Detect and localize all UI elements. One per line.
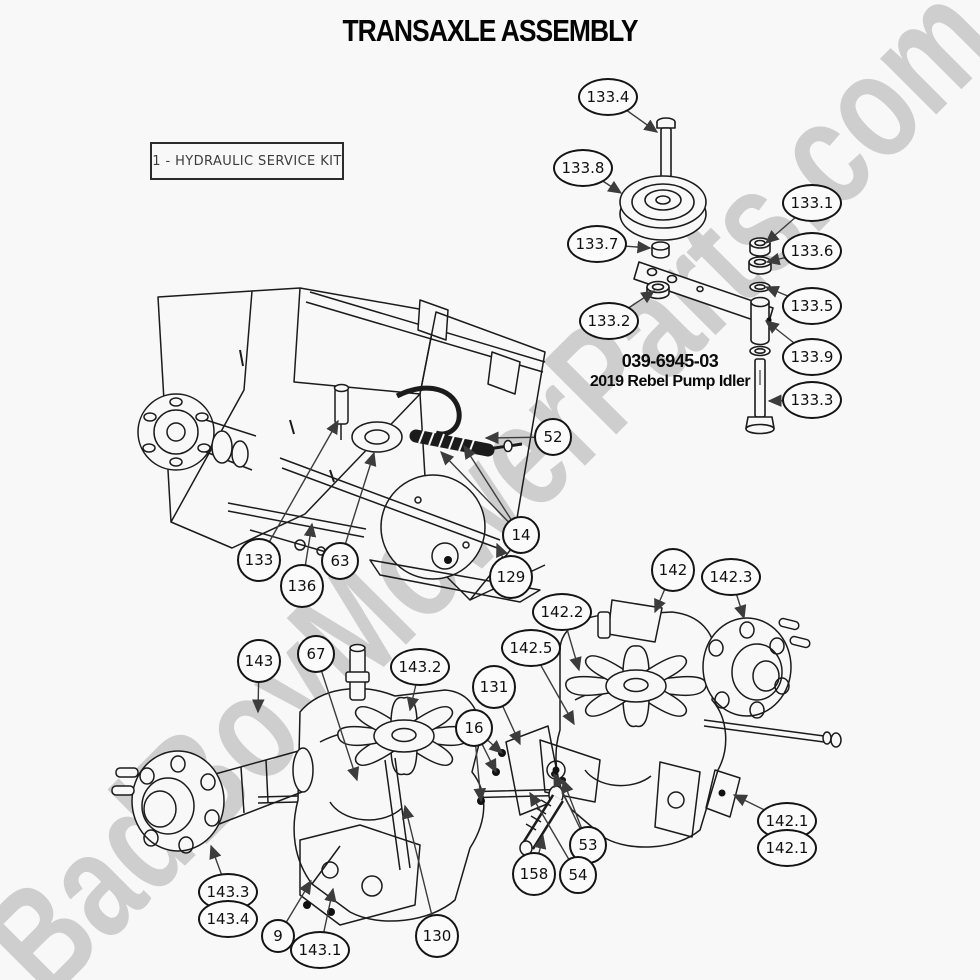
callout-133.7: 133.7 — [567, 225, 627, 263]
callout-129: 129 — [489, 555, 533, 599]
callout-label: 142 — [658, 561, 688, 579]
callout-label: 133.9 — [790, 348, 834, 366]
callout-142.1: 142.1 — [757, 829, 817, 867]
callout-143.4: 143.4 — [198, 900, 258, 938]
callout-label: 53 — [578, 836, 598, 854]
callout-label: 67 — [306, 645, 326, 663]
idler-part-name: 2019 Rebel Pump Idler — [589, 373, 751, 390]
callout-133.3: 133.3 — [782, 381, 842, 419]
callout-142.5: 142.5 — [501, 629, 561, 667]
callout-label: 142.2 — [540, 603, 584, 621]
callout-label: 129 — [496, 568, 526, 586]
callout-label: 142.3 — [709, 568, 753, 586]
idler-part-number: 039-6945-03 — [621, 351, 719, 371]
callout-label: 133.5 — [790, 297, 834, 315]
callout-label: 143.1 — [298, 941, 342, 959]
callout-label: 133.8 — [561, 159, 605, 177]
callout-130: 130 — [415, 914, 459, 958]
callout-158: 158 — [512, 852, 556, 896]
callout-label: 136 — [287, 577, 317, 595]
callout-label: 16 — [464, 719, 484, 737]
callout-143: 143 — [237, 639, 281, 683]
callout-label: 133.1 — [790, 194, 834, 212]
callout-143.1: 143.1 — [290, 931, 350, 969]
callout-133.6: 133.6 — [782, 232, 842, 270]
leader-line-67 — [315, 653, 360, 782]
callout-label: 143.4 — [206, 910, 250, 928]
callout-143.2: 143.2 — [390, 648, 450, 686]
callout-label: 133 — [244, 551, 274, 569]
callout-133.8: 133.8 — [553, 149, 613, 187]
callout-label: 133.7 — [575, 235, 619, 253]
callout-label: 54 — [568, 866, 588, 884]
leader-line-133 — [258, 419, 339, 561]
callout-label: 133.2 — [587, 312, 631, 330]
callout-label: 142.1 — [765, 839, 809, 857]
callout-136: 136 — [280, 564, 324, 608]
callout-16: 16 — [455, 709, 493, 747]
callout-label: 142.5 — [509, 639, 553, 657]
callout-label: 131 — [479, 678, 509, 696]
callout-14: 14 — [502, 516, 540, 554]
transaxle-drawing — [111, 599, 842, 926]
idler-part-label: 039-6945-03 2019 Rebel Pump Idler — [555, 351, 785, 391]
callout-9: 9 — [261, 919, 295, 953]
callout-label: 143.2 — [398, 658, 442, 676]
callout-133.1: 133.1 — [782, 184, 842, 222]
callout-label: 143.3 — [206, 883, 250, 901]
callout-142.2: 142.2 — [532, 593, 592, 631]
callout-133.2: 133.2 — [579, 302, 639, 340]
idler-assembly-drawing — [619, 117, 775, 435]
callout-133: 133 — [237, 538, 281, 582]
callout-133.5: 133.5 — [782, 287, 842, 325]
callout-67: 67 — [297, 635, 335, 673]
callout-133.4: 133.4 — [578, 78, 638, 116]
callout-label: 52 — [543, 428, 563, 446]
callout-label: 143 — [244, 652, 274, 670]
callout-label: 133.6 — [790, 242, 834, 260]
hydraulic-service-kit-label: 1 - HYDRAULIC SERVICE KIT — [152, 153, 342, 169]
callout-54: 54 — [559, 856, 597, 894]
hydraulic-service-kit-box: 1 - HYDRAULIC SERVICE KIT — [150, 142, 344, 180]
callout-label: 158 — [519, 865, 549, 883]
callout-label: 133.3 — [790, 391, 834, 409]
callout-label: 130 — [422, 927, 452, 945]
callout-53: 53 — [569, 826, 607, 864]
callout-52: 52 — [534, 418, 572, 456]
callout-142.3: 142.3 — [701, 558, 761, 596]
callout-133.9: 133.9 — [782, 338, 842, 376]
callout-label: 142.1 — [765, 812, 809, 830]
callout-63: 63 — [321, 542, 359, 580]
callout-131: 131 — [472, 665, 516, 709]
callout-label: 14 — [511, 526, 531, 544]
page-title: TRANSAXLE ASSEMBLY — [342, 14, 638, 48]
callout-142: 142 — [651, 548, 695, 592]
callout-label: 63 — [330, 552, 350, 570]
callout-label: 9 — [273, 927, 283, 945]
callout-label: 133.4 — [586, 88, 630, 106]
